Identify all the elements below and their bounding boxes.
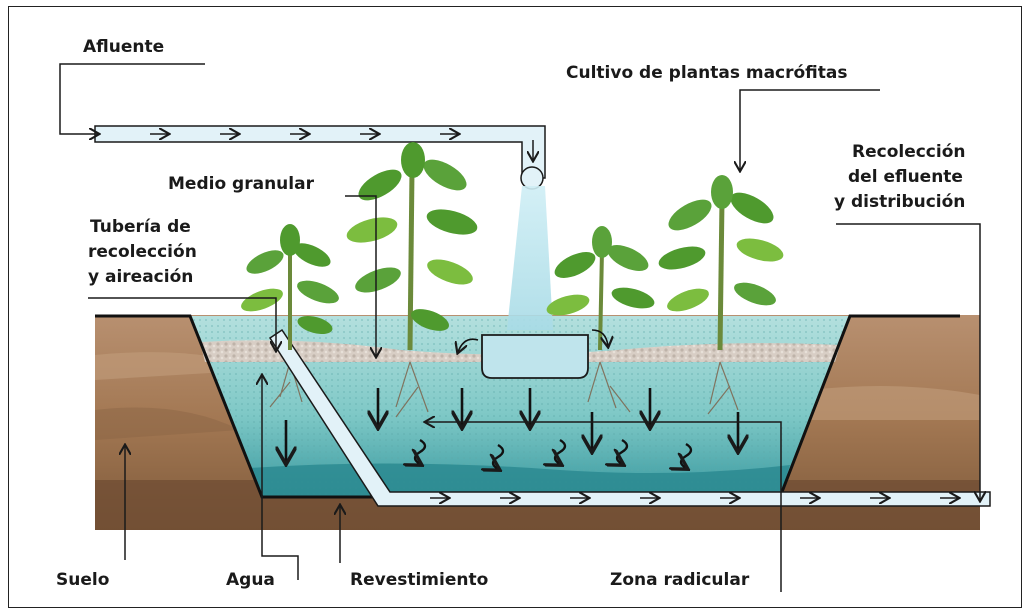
plant-2 — [346, 142, 478, 351]
downflow-arrows — [286, 388, 738, 462]
spread-arrows — [458, 329, 608, 352]
label-recoleccion-1: Recolección — [852, 142, 966, 162]
label-afluente: Afluente — [83, 37, 164, 57]
label-suelo: Suelo — [56, 570, 109, 590]
label-tuberia-1: Tubería de — [90, 217, 191, 237]
plant-1 — [241, 224, 339, 350]
label-medio-granular: Medio granular — [168, 174, 315, 194]
root-zone — [269, 361, 739, 418]
diagram-frame — [8, 6, 1022, 608]
label-recoleccion-2: del efluente — [848, 167, 963, 187]
plants — [241, 142, 784, 351]
plant-4 — [658, 175, 784, 351]
influent-pipe — [94, 125, 589, 379]
flow-arrows — [150, 134, 958, 498]
label-recoleccion-3: y distribución — [834, 192, 965, 212]
label-zona-radicular: Zona radicular — [610, 570, 750, 590]
plant-3 — [546, 226, 655, 351]
label-tuberia-3: y aireación — [88, 267, 193, 287]
label-agua: Agua — [226, 570, 275, 590]
label-tuberia-2: recolección — [88, 242, 197, 262]
label-revestimiento: Revestimiento — [350, 570, 488, 590]
label-cultivo: Cultivo de plantas macrófitas — [566, 63, 848, 83]
curly-arrows — [415, 438, 693, 469]
collection-pipe — [268, 328, 991, 507]
leader-lines — [59, 63, 980, 592]
